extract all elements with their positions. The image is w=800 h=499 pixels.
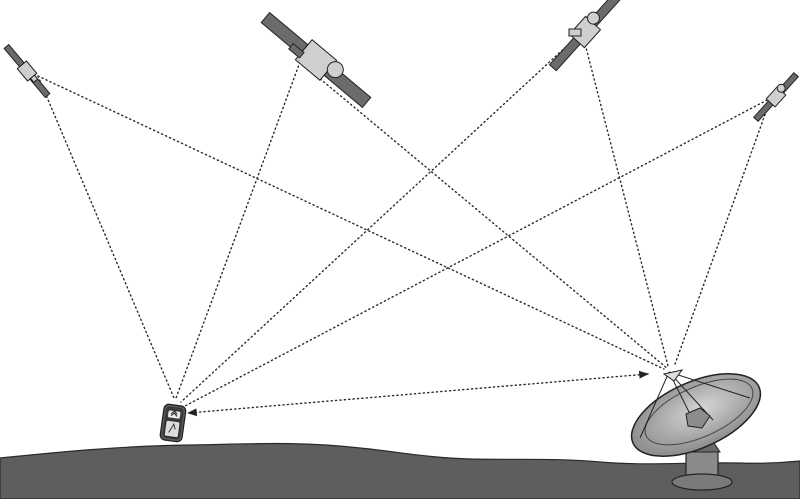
gps-receiver-icon [159, 403, 187, 443]
signal-sat2-receiver [175, 61, 301, 399]
signal-sat3-station [581, 31, 669, 367]
ground [0, 442, 800, 499]
satellite-dish-icon [630, 369, 762, 491]
satellite-antenna-box [568, 28, 582, 37]
signal-lines [37, 31, 772, 417]
satellite-icon [752, 71, 800, 123]
signal-sat2-station [299, 61, 669, 370]
signal-sat1-receiver [37, 75, 175, 399]
signal-sat4-station [673, 97, 772, 368]
signal-sat3-receiver [180, 31, 583, 403]
signal-sat4-receiver [184, 97, 772, 407]
satellite-icon [548, 0, 622, 72]
signal-sat1-station [37, 75, 665, 370]
satellite-icon [3, 43, 51, 99]
station-receiver-link [187, 370, 649, 417]
satellite-icon [260, 11, 372, 109]
